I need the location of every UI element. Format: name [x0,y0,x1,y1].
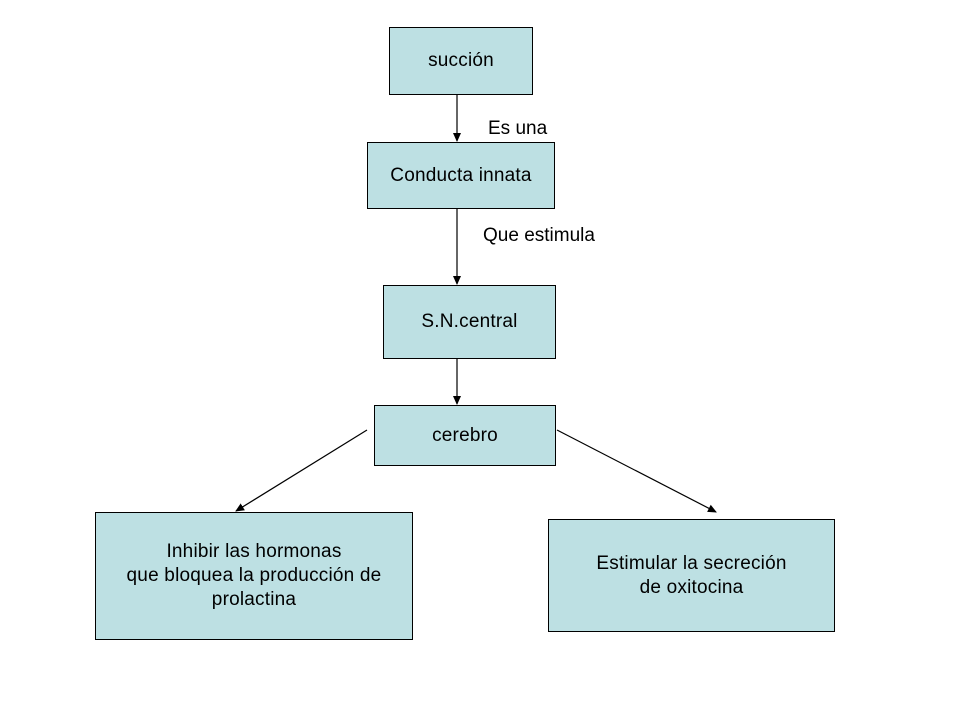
edge-label-es-una: Es una [488,118,548,139]
edge-label-que-estimula: Que estimula [483,225,595,246]
node-inhibir-hormonas: Inhibir las hormonas que bloquea la prod… [95,512,413,640]
node-sn-central: S.N.central [383,285,556,359]
arrow-cerebro-to-inhibir [235,429,368,512]
node-estimular-oxitocina: Estimular la secreción de oxitocina [548,519,835,632]
node-cerebro: cerebro [374,405,556,466]
node-conducta-innata: Conducta innata [367,142,555,209]
arrow-cerebro-to-estimular [556,429,717,513]
node-succion: succión [389,27,533,95]
